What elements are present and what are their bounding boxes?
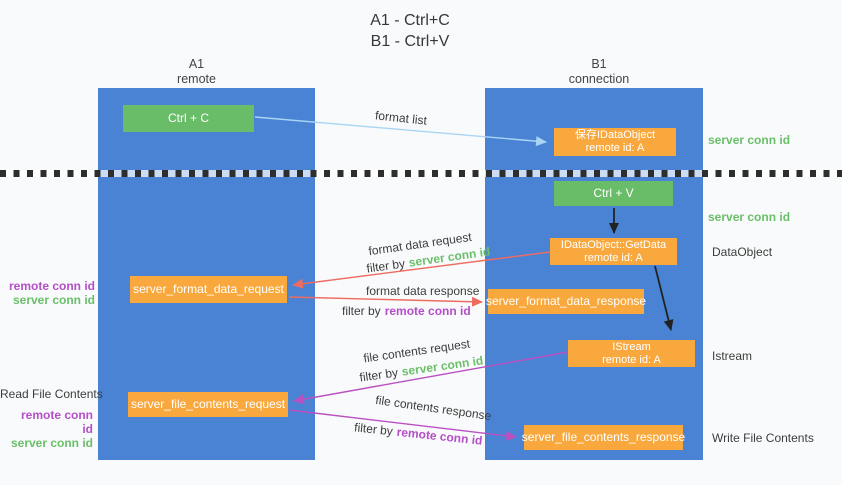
format-data-response-label: format data response	[366, 284, 480, 298]
ctrl-c-label: Ctrl + C	[167, 111, 209, 125]
remote-conn-id-text: remote conn id	[384, 304, 471, 318]
idataobject-getdata-node: IDataObject::GetData remote id: A	[550, 238, 677, 265]
format-data-response-arrow	[288, 296, 483, 307]
server-file-contents-request-node: server_file_contents_request	[128, 392, 288, 417]
ctrl-v-label: Ctrl + V	[593, 186, 634, 200]
column-a-id: A1	[188, 57, 205, 71]
diagram-title: A1 - Ctrl+C B1 - Ctrl+V	[310, 10, 510, 52]
server-file-contents-response-node: server_file_contents_response	[521, 425, 686, 450]
title-line-1: A1 - Ctrl+C	[370, 12, 450, 29]
column-b-role: connection	[568, 72, 630, 86]
save-idataobject-line2: remote id: A	[585, 142, 645, 154]
column-a-role: remote	[177, 72, 216, 86]
save-idataobject-node: 保存IDataObject remote id: A	[554, 128, 676, 156]
server-conn-id-right-top: server conn id	[708, 133, 791, 147]
read-file-contents-label: Read File Contents	[0, 387, 103, 401]
column-a-header: A1 remote	[88, 57, 305, 87]
ctrl-v-node: Ctrl + V	[554, 181, 673, 206]
istream-line2: remote id: A	[602, 353, 661, 366]
remote-conn-id-left-bottom: remote conn id	[20, 408, 93, 436]
file-contents-request-arrow	[293, 351, 569, 405]
server-file-contents-response-label: server_file_contents_response	[521, 430, 686, 444]
server-file-contents-request-label: server_file_contents_request	[130, 397, 286, 411]
column-b-id: B1	[591, 57, 607, 71]
column-b-header: B1 connection	[490, 57, 708, 87]
istream-side-label: Istream	[712, 349, 753, 363]
title-line-2: B1 - Ctrl+V	[370, 33, 450, 50]
file-contents-response-arrow	[288, 409, 517, 441]
server-conn-id-right-mid: server conn id	[708, 210, 791, 224]
server-format-data-response-node: server_format_data_response	[485, 289, 647, 314]
write-file-contents-label: Write File Contents	[712, 431, 814, 445]
getdata-line2: remote id: A	[584, 251, 643, 264]
getdata-line1: IDataObject::GetData	[560, 238, 667, 251]
server-conn-id-left-bottom: server conn id	[10, 436, 93, 450]
conn-id-left-bottom-group: remote conn id server conn id	[8, 408, 93, 450]
format-data-request-arrow	[292, 251, 551, 289]
server-format-data-response-label: server_format_data_response	[485, 294, 647, 308]
save-idataobject-line1: 保存IDataObject	[574, 129, 656, 141]
conn-id-left-top-group: remote conn id server conn id	[8, 279, 95, 307]
format-list-arrow	[254, 116, 547, 147]
server-conn-id-left-top: server conn id	[12, 293, 95, 307]
dotted-separator-line	[0, 170, 842, 177]
remote-conn-id-left-top: remote conn id	[8, 279, 95, 293]
ctrl-c-node: Ctrl + C	[123, 105, 254, 132]
filter-by-text: filter by	[342, 304, 381, 318]
istream-node: IStream remote id: A	[568, 340, 695, 367]
dataobject-label: DataObject	[712, 245, 773, 259]
server-format-data-request-node: server_format_data_request	[130, 276, 287, 303]
getdata-to-istream-arrow	[654, 265, 674, 331]
server-format-data-request-label: server_format_data_request	[133, 282, 284, 296]
istream-line1: IStream	[612, 340, 651, 353]
